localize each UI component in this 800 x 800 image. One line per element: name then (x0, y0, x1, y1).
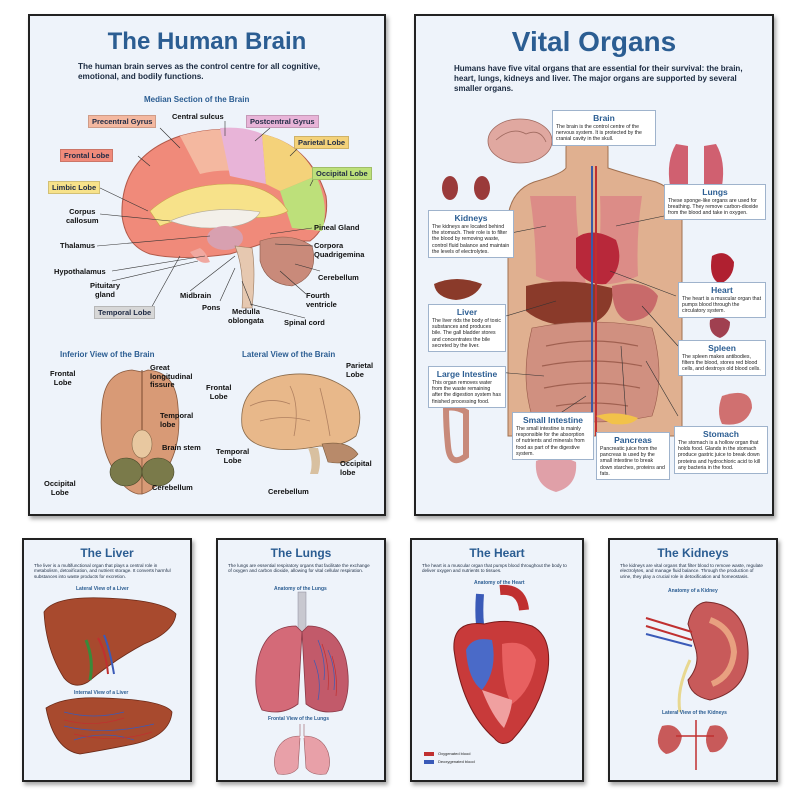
lateral-frontal-lobe-label: Frontal Lobe (206, 383, 232, 401)
heart-legend-oxygenated: Oxygenated blood (438, 751, 471, 756)
midbrain-label: Midbrain (180, 291, 212, 300)
parietal-lobe-label: Parietal Lobe (294, 136, 350, 149)
lungs-poster: The Lungs The lungs are essential respir… (216, 538, 386, 782)
inferior-cerebellum-label: Cerebellum (152, 483, 193, 492)
lateral-view-title: Lateral View of the Brain (242, 350, 336, 359)
liver-poster: The Liver The liver is a multifunctional… (22, 538, 192, 782)
heart-intro: The heart is a muscular organ that pumps… (422, 563, 567, 574)
heart-poster: The Heart The heart is a muscular organ … (410, 538, 584, 782)
corpora-quadrigemina-label: Corpora Quadrigemina (314, 241, 365, 259)
lungs-view2-title: Frontal View of the Lungs (268, 716, 330, 722)
fourth-ventricle-label: Fourth ventricle (306, 291, 337, 309)
pancreas-info-box: Pancreas Pancreatic juice from the pancr… (596, 432, 670, 481)
corpus-callosum-label: Corpus callosum (66, 207, 99, 225)
kidneys-poster: The Kidneys The kidneys are vital organs… (608, 538, 778, 782)
pituitary-gland-label: Pituitary gland (90, 281, 121, 299)
liver-box-title: Liver (456, 307, 478, 317)
brain-title: The Human Brain (107, 28, 307, 55)
liver-lateral-illustration (43, 597, 177, 755)
heart-anatomy-illustration (424, 584, 550, 764)
lateral-temporal-lobe-label: Temporal Lobe (216, 447, 250, 465)
organs-intro: Humans have five vital organs that are e… (454, 64, 743, 93)
stomach-info-box: Stomach The stomach is a hollow organ th… (674, 426, 768, 475)
brain-intro: The human brain serves as the control ce… (78, 62, 321, 81)
lungs-intro: The lungs are essential respiratory orga… (228, 563, 370, 574)
liver-intro: The liver is a multifunctional organ tha… (34, 563, 171, 579)
heart-legend-deoxygenated: Deoxygenated blood (438, 759, 475, 764)
stomach-box-title: Stomach (703, 429, 739, 439)
limbic-lobe-label: Limbic Lobe (48, 181, 101, 194)
kidneys-intro: The kidneys are vital organs that filter… (620, 563, 763, 579)
kidneys-view1-title: Anatomy of a Kidney (668, 588, 718, 594)
spleen-box-title: Spleen (708, 343, 736, 353)
central-sulcus-label: Central sulcus (172, 112, 224, 121)
precentral-gyrus-label: Precentral Gyrus (88, 115, 157, 128)
small-intestine-info-box: Small Intestine The small intestine is m… (512, 412, 594, 461)
liver-view2-title: Internal View of a Liver (74, 690, 129, 696)
liver-info-box: Liver The liver rids the body of toxic s… (428, 304, 506, 353)
hypothalamus-label: Hypothalamus (54, 267, 106, 276)
inferior-view-title: Inferior View of the Brain (60, 350, 155, 359)
medulla-oblongata-label: Medulla oblongata (228, 307, 264, 325)
liver-box-body: The liver rids the body of toxic substan… (432, 318, 501, 349)
spleen-info-box: Spleen The spleen makes antibodies, filt… (678, 340, 766, 376)
pons-label: Pons (202, 303, 221, 312)
thalamus-label: Thalamus (60, 241, 96, 250)
brain-lateral-illustration (241, 373, 361, 474)
pancreas-box-title: Pancreas (614, 435, 652, 445)
liver-title: The Liver (80, 546, 134, 560)
kidney-anatomy-illustration (645, 601, 749, 770)
small-intestine-box-title: Small Intestine (523, 415, 583, 425)
brain-median-illustration (96, 121, 328, 319)
lungs-info-box: Lungs These sponge-like organs are used … (664, 184, 766, 220)
large-intestine-box-title: Large Intestine (436, 369, 498, 379)
inferior-temporal-lobe-label: Temporal lobe (160, 411, 194, 429)
vital-organs-poster: Vital Organs Humans have five vital orga… (414, 14, 774, 516)
inferior-brain-stem-label: Brain stem (162, 443, 201, 452)
large-intestine-box-body: This organ removes water from the waste … (432, 380, 501, 405)
stomach-box-body: The stomach is a hollow organ that holds… (678, 440, 761, 471)
inferior-frontal-lobe-label: Frontal Lobe (50, 369, 76, 387)
inferior-fissure-label: Great longitudinal fissure (150, 363, 193, 389)
lateral-cerebellum-label: Cerebellum (268, 487, 309, 496)
brain-poster: The Human Brain The human brain serves a… (28, 14, 386, 516)
spinal-cord-label: Spinal cord (284, 318, 325, 327)
heart-title: The Heart (469, 546, 525, 560)
heart-box-title: Heart (711, 285, 733, 295)
kidneys-info-box: Kidneys The kidneys are located behind t… (428, 210, 514, 259)
small-intestine-box-body: The small intestine is mainly responsibl… (516, 426, 585, 457)
pineal-gland-label: Pineal Gland (314, 223, 360, 232)
liver-view1-title: Lateral View of a Liver (76, 586, 129, 592)
heart-info-box: Heart The heart is a muscular organ that… (678, 282, 766, 318)
lateral-parietal-lobe-label: Parietal Lobe (346, 361, 374, 379)
torso-illustration (434, 118, 752, 492)
postcentral-gyrus-label: Postcentral Gyrus (246, 115, 319, 128)
median-section-title: Median Section of the Brain (144, 95, 250, 104)
heart-view1-title: Anatomy of the Heart (474, 580, 525, 586)
kidneys-view2-title: Lateral View of the Kidneys (662, 710, 727, 716)
lungs-view1-title: Anatomy of the Lungs (274, 586, 327, 592)
brain-info-box: Brain The brain is the control centre of… (552, 110, 656, 146)
kidneys-box-body: The kidneys are located behind the stoma… (432, 224, 510, 255)
kidneys-title: The Kidneys (657, 546, 729, 560)
brain-box-title: Brain (593, 113, 615, 123)
occipital-lobe-label: Occipital Lobe (312, 167, 372, 180)
inferior-occipital-lobe-label: Occipital Lobe (44, 479, 76, 497)
brain-inferior-illustration (100, 369, 180, 495)
large-intestine-info-box: Large Intestine This organ removes water… (428, 366, 506, 408)
lungs-title: The Lungs (270, 546, 332, 560)
pancreas-box-body: Pancreatic juice from the pancreas is us… (600, 446, 665, 477)
spleen-box-body: The spleen makes antibodies, filters the… (682, 354, 761, 373)
brain-box-body: The brain is the control centre of the n… (556, 124, 642, 143)
frontal-lobe-label: Frontal Lobe (60, 149, 114, 162)
lungs-anatomy-illustration (255, 591, 349, 775)
lungs-box-title: Lungs (702, 187, 728, 197)
heart-box-body: The heart is a muscular organ that pumps… (682, 296, 762, 315)
cerebellum-label: Cerebellum (318, 273, 359, 282)
temporal-lobe-label: Temporal Lobe (94, 306, 156, 319)
organs-title: Vital Organs (511, 26, 677, 57)
lungs-box-body: These sponge-like organs are used for br… (668, 198, 759, 217)
lateral-occipital-lobe-label: Occipital lobe (340, 459, 372, 477)
kidneys-box-title: Kidneys (454, 213, 488, 223)
